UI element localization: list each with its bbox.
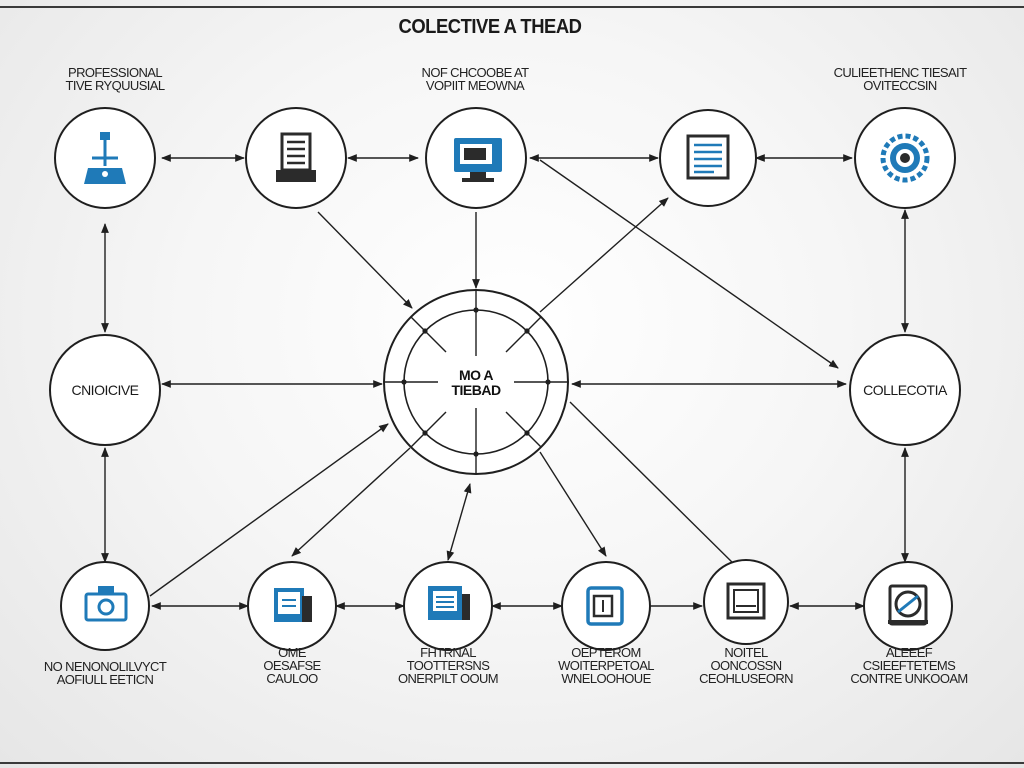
server-icon: [276, 132, 316, 182]
hub-spokes: [384, 290, 568, 474]
middle-node-left: [49, 334, 161, 446]
scanner-icon: [888, 584, 928, 626]
top-label-left-line1: PROFESSIONAL: [68, 65, 163, 80]
top-node-5: [854, 107, 956, 209]
hub-label-line1: MO A: [458, 367, 494, 383]
bottom-label-6-line1: ALEEEF: [885, 645, 933, 660]
bottom-node-6: [863, 561, 953, 651]
frame-top-line: [0, 6, 1024, 8]
bottom-label-4: OEPTEROM WOITERPETOAL WNELOOHOUE: [536, 646, 676, 685]
box-icon: [726, 582, 766, 620]
archive-icon: [428, 586, 470, 620]
bottom-label-4-line1: OEPTEROM: [571, 645, 641, 660]
bottom-label-3: FHTRNAL TOOTTERSNS ONERPILT OOUM: [378, 646, 518, 685]
top-node-3: [425, 107, 527, 209]
top-label-left: PROFESSIONAL TIVE RYQUUSIAL: [40, 66, 190, 92]
device-icon: [586, 586, 624, 626]
bottom-label-2-line3: CAULOO: [266, 671, 318, 686]
folder-icon: [274, 588, 312, 622]
bottom-label-6: ALEEEF CSIEEFTETEMS CONTRE UNKOOAM: [834, 646, 984, 685]
top-node-1: [54, 107, 156, 209]
middle-node-left-label: CNIOICIVE: [71, 382, 139, 398]
connector-hub-box: [569, 401, 741, 571]
bottom-label-3-line1: FHTRNAL: [420, 645, 476, 660]
bottom-label-3-line3: ONERPILT OOUM: [397, 671, 499, 686]
bottom-label-4-line2: WOITERPETOAL: [558, 658, 654, 673]
bottom-label-4-line3: WNELOOHOUE: [561, 671, 651, 686]
bottom-label-1: NO NENONOLILVYCT AOFIULL EETICN: [30, 660, 180, 686]
connector-hub-archive: [446, 483, 472, 561]
bottom-label-6-line3: CONTRE UNKOOAM: [850, 671, 968, 686]
connector-lines: [101, 154, 909, 610]
hub-label-line2: TIEBAD: [451, 382, 501, 398]
bottom-label-3-line2: TOOTTERSNS: [406, 658, 490, 673]
bottom-node-4: [561, 561, 651, 651]
bottom-label-1-line1: NO NENONOLILVYCT: [43, 659, 167, 674]
bottom-label-5-line2: OONCOSSN: [710, 658, 782, 673]
connector-hub-folder: [291, 447, 411, 557]
top-label-center-line2: VOPIIT MEOWNA: [425, 78, 525, 93]
connector-camera-hub: [149, 423, 389, 597]
bottom-label-2-line2: OESAFSE: [263, 658, 321, 673]
top-node-4: [659, 109, 757, 207]
diagram-title: COLECTIVE A THEAD: [398, 16, 582, 38]
frame-bottom-line: [0, 762, 1024, 764]
document-icon: [686, 134, 730, 180]
bottom-label-6-line2: CSIEEFTETEMS: [862, 658, 956, 673]
bottom-node-2: [247, 561, 337, 651]
bottom-node-3: [403, 561, 493, 651]
gear-icon: [880, 133, 930, 183]
hub-ring-dots: [401, 307, 551, 457]
monitor-icon: [454, 138, 502, 182]
top-label-right: CULIEETHENC TIESAIT OVITECCSIN: [810, 66, 990, 92]
bottom-label-2: OME OESAFSE CAULOO: [232, 646, 352, 685]
top-label-right-line2: OVITECCSIN: [863, 78, 937, 93]
hub-label: MO A TIEBAD: [426, 368, 526, 398]
central-hub: [383, 289, 569, 475]
top-label-center: NOF CHCOOBE AT VOPIIT MEOWNA: [400, 66, 550, 92]
bottom-label-5: NOITEL OONCOSSN CEOHLUSEORN: [676, 646, 816, 685]
bottom-label-5-line1: NOITEL: [724, 645, 768, 660]
top-node-2: [245, 107, 347, 209]
top-label-left-line2: TIVE RYQUUSIAL: [65, 78, 165, 93]
middle-node-right-label: COLLECOTIA: [863, 382, 947, 398]
bottom-label-1-line2: AOFIULL EETICN: [56, 672, 154, 687]
top-label-right-line1: CULIEETHENC TIESAIT: [833, 65, 967, 80]
connector-monitor-right: [539, 159, 839, 369]
bottom-label-5-line3: CEOHLUSEORN: [699, 671, 793, 686]
connector-server-hub: [317, 211, 413, 309]
bottom-node-1: [60, 561, 150, 651]
bottom-label-2-line1: OME: [278, 645, 306, 660]
connector-hub-document: [539, 197, 669, 313]
robot-arm-icon: [84, 132, 126, 184]
middle-node-right: [849, 334, 961, 446]
bottom-node-5: [703, 559, 789, 645]
camera-icon: [84, 586, 128, 622]
top-label-center-line1: NOF CHCOOBE AT: [421, 65, 530, 80]
connector-hub-device: [539, 451, 607, 557]
